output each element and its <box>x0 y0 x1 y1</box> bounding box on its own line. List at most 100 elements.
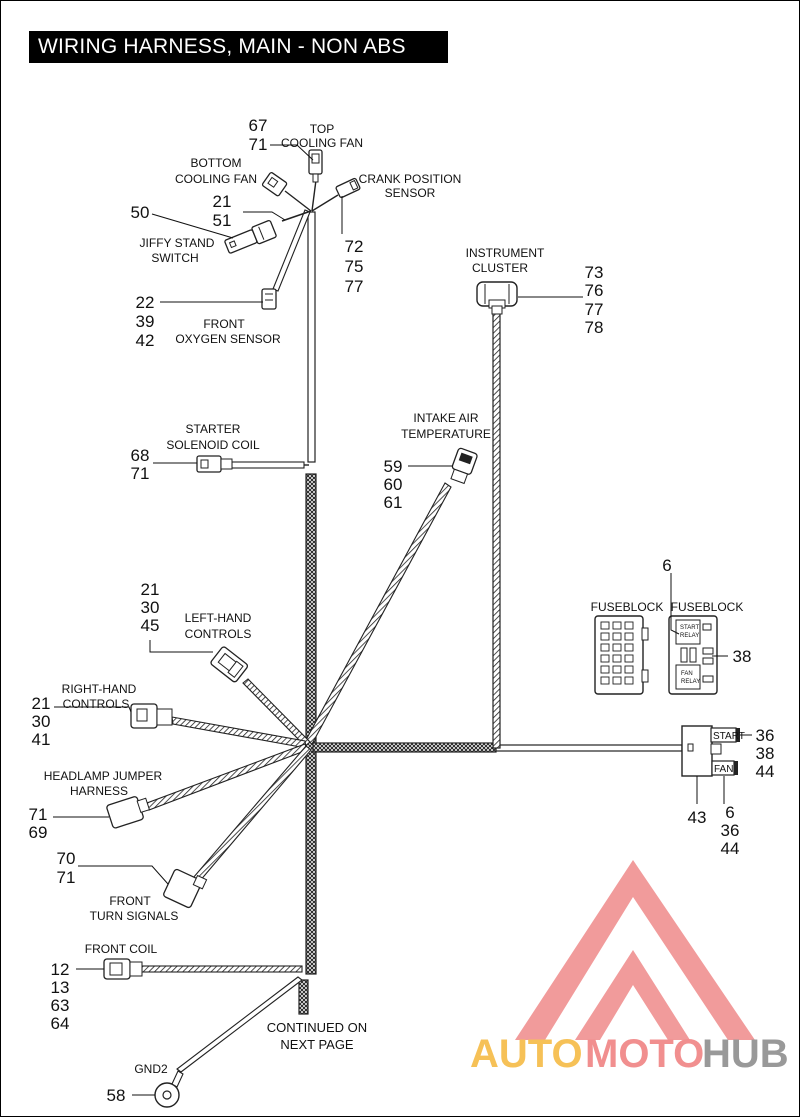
turn-signals-label-1: FRONT <box>109 894 151 908</box>
callout-right-hand-2: 30 <box>32 712 51 731</box>
front-coil-connector <box>103 958 143 980</box>
top-cooling-fan-connector <box>308 149 323 183</box>
branch-instrument <box>492 311 501 749</box>
fuse-slot <box>624 654 634 663</box>
left-hand-label-2: CONTROLS <box>185 627 252 641</box>
instrument-cluster-label-2: CLUSTER <box>472 261 528 275</box>
relay-block <box>681 725 740 777</box>
callout-instrument-4: 78 <box>585 318 604 337</box>
callout-instrument-1: 73 <box>585 263 604 282</box>
fuseblock-right-label: FUSEBLOCK <box>671 600 744 614</box>
component-labels: TOP COOLING FAN BOTTOM COOLING FAN CRANK… <box>44 122 744 1076</box>
callout-oxygen-3: 42 <box>136 331 155 350</box>
title-bar <box>29 31 448 63</box>
relay-start-tag: START <box>713 731 745 742</box>
callout-relay-top-3: 44 <box>756 762 775 781</box>
jiffy-stand-label-1: JIFFY STAND <box>140 236 215 250</box>
branch-left-hand <box>242 678 311 747</box>
branch-iat <box>305 482 452 745</box>
fuse-slot <box>600 632 610 641</box>
callout-coil-3: 63 <box>51 996 70 1015</box>
callout-left-hand-1: 21 <box>141 580 160 599</box>
callout-instrument-2: 76 <box>585 281 604 300</box>
trunk-upper <box>307 211 316 463</box>
branch-front-coil <box>141 965 303 973</box>
fuseblock-left <box>594 615 649 695</box>
callout-left-hand-2: 30 <box>141 598 160 617</box>
callout-relay-bottom-3: 44 <box>721 839 740 858</box>
right-hand-label-2: CONTROLS <box>63 697 130 711</box>
callout-fuseblock-right: 38 <box>733 647 752 666</box>
watermark-hub: HUB <box>702 1032 789 1076</box>
crank-position-label-1: CRANK POSITION <box>359 172 462 186</box>
relay-fan-tag: FAN <box>714 764 733 775</box>
front-oxygen-label-1: FRONT <box>203 317 245 331</box>
fuse-slot <box>624 632 634 641</box>
front-coil-label: FRONT COIL <box>85 942 158 956</box>
branch-oxygen <box>272 209 311 292</box>
headlamp-connector <box>106 796 151 829</box>
callout-instrument-3: 77 <box>585 300 604 319</box>
callout-coil-4: 64 <box>51 1014 70 1033</box>
fan-relay-tag-1: FAN <box>681 671 693 677</box>
callout-starter-1: 68 <box>131 446 150 465</box>
bottom-cooling-fan-label-1: BOTTOM <box>190 156 241 170</box>
fuse-slot <box>624 665 634 674</box>
fuse-slots <box>600 621 634 685</box>
callout-relay-top-1: 36 <box>756 726 775 745</box>
front-oxygen-label-2: OXYGEN SENSOR <box>175 332 281 346</box>
connectors: START RELAY FAN RELAY <box>103 149 740 1108</box>
callout-jiffy-2: 51 <box>213 211 232 230</box>
fuse-slot <box>600 621 610 630</box>
watermark-logo: AUTO MOTO HUB <box>470 860 789 1076</box>
callout-jiffy-1: 21 <box>213 192 232 211</box>
callout-headlamp-1: 71 <box>29 805 48 824</box>
starter-solenoid-label-2: SOLENOID COIL <box>166 438 260 452</box>
callout-fan-1: 67 <box>249 116 268 135</box>
fuse-slot <box>612 654 622 663</box>
callout-fuseblock-top: 6 <box>662 556 671 575</box>
harness-wires <box>141 179 683 1073</box>
starter-solenoid-connector <box>196 455 233 473</box>
continued-label-1: CONTINUED ON <box>267 1020 367 1035</box>
instrument-cluster-connector <box>476 281 518 315</box>
leader-lines <box>53 144 752 1096</box>
fuse-slot <box>612 621 622 630</box>
jiffy-stand-connector <box>224 219 277 254</box>
right-hand-connector <box>130 703 173 729</box>
gnd2-ring-terminal <box>154 1070 184 1108</box>
callout-coil-2: 13 <box>51 978 70 997</box>
fuseblock-left-label: FUSEBLOCK <box>591 600 664 614</box>
fuse-slot <box>624 621 634 630</box>
turn-signal-connector <box>163 868 208 909</box>
fuseblock-right: START RELAY FAN RELAY <box>668 615 718 695</box>
bottom-cooling-fan-label-2: COOLING FAN <box>175 172 257 186</box>
callout-right-hand-3: 41 <box>32 730 51 749</box>
callout-gnd2: 58 <box>107 1086 126 1105</box>
callout-crank-2: 75 <box>345 257 364 276</box>
headlamp-label-2: HARNESS <box>70 784 128 798</box>
callout-relay-top-2: 38 <box>756 744 775 763</box>
fan-relay-tag-2: RELAY <box>681 679 700 685</box>
callout-turn-2: 71 <box>57 868 76 887</box>
fuse-slot <box>624 676 634 685</box>
fuse-slot <box>600 665 610 674</box>
branch-gnd2 <box>176 976 303 1073</box>
branch-horizontal <box>312 742 497 753</box>
callout-left-hand-3: 45 <box>141 616 160 635</box>
callout-turn-1: 70 <box>57 849 76 868</box>
callout-iat-1: 59 <box>384 457 403 476</box>
callout-relay-bottom-1: 6 <box>725 803 734 822</box>
start-relay-tag-2: RELAY <box>680 633 699 639</box>
iat-connector <box>450 447 478 485</box>
callout-coil-1: 12 <box>51 960 70 979</box>
headlamp-label-1: HEADLAMP JUMPER <box>44 769 163 783</box>
iat-label-1: INTAKE AIR <box>413 411 478 425</box>
fuse-slot <box>612 643 622 652</box>
front-oxygen-connector <box>261 288 277 310</box>
starter-solenoid-label-1: STARTER <box>186 422 241 436</box>
fuse-slot <box>612 632 622 641</box>
iat-label-2: TEMPERATURE <box>401 427 491 441</box>
callout-relay-bottom-2: 36 <box>721 821 740 840</box>
